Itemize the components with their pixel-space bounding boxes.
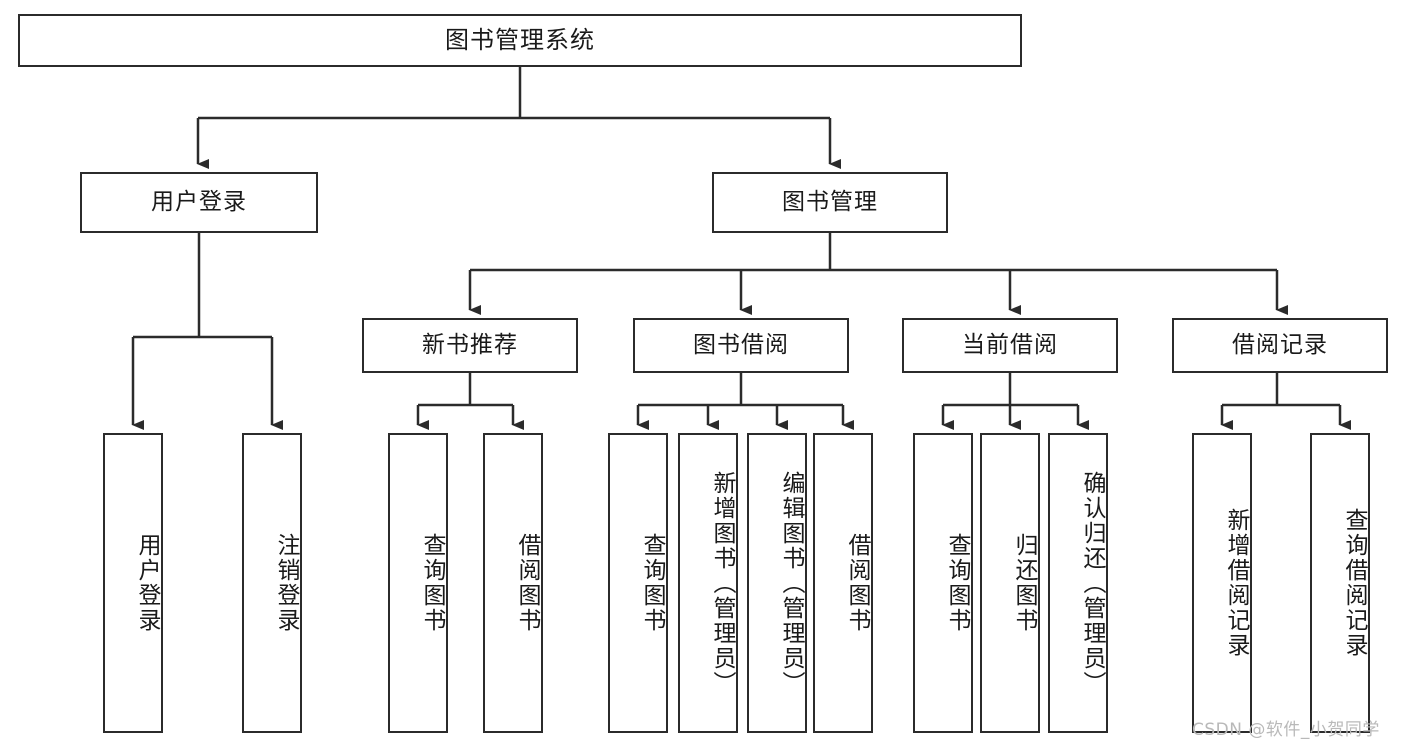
node-root-system[interactable]: 图书管理系统 [18, 14, 1022, 67]
leaf-label: 新增图书（管理员） [709, 470, 735, 696]
leaf-label: 编辑图书（管理员） [778, 470, 804, 696]
leaf-label: 归还图书 [1011, 533, 1037, 633]
node-leaf-add-book[interactable]: 新增图书（管理员） [678, 433, 738, 733]
node-leaf-borrow-book-2[interactable]: 借阅图书 [813, 433, 873, 733]
leaf-label: 查询图书 [419, 533, 445, 633]
node-new-book-recommend[interactable]: 新书推荐 [362, 318, 578, 373]
node-leaf-edit-book[interactable]: 编辑图书（管理员） [747, 433, 807, 733]
leaf-label: 查询图书 [639, 533, 665, 633]
node-leaf-user-login[interactable]: 用户登录 [103, 433, 163, 733]
node-current-borrow[interactable]: 当前借阅 [902, 318, 1118, 373]
leaf-label: 查询图书 [944, 533, 970, 633]
node-leaf-logout[interactable]: 注销登录 [242, 433, 302, 733]
node-leaf-query-book-3[interactable]: 查询图书 [913, 433, 973, 733]
node-book-manage[interactable]: 图书管理 [712, 172, 948, 233]
node-leaf-query-book-1[interactable]: 查询图书 [388, 433, 448, 733]
node-leaf-confirm-return[interactable]: 确认归还（管理员） [1048, 433, 1108, 733]
leaf-label: 注销登录 [273, 533, 299, 633]
leaf-label: 确认归还（管理员） [1079, 470, 1105, 696]
node-leaf-return-book[interactable]: 归还图书 [980, 433, 1040, 733]
leaf-label: 借阅图书 [514, 533, 540, 633]
leaf-label: 借阅图书 [844, 533, 870, 633]
csdn-watermark: CSDN @软件_小贺同学 [1192, 720, 1380, 740]
node-leaf-borrow-book-1[interactable]: 借阅图书 [483, 433, 543, 733]
leaf-label: 查询借阅记录 [1341, 508, 1367, 658]
node-user-login[interactable]: 用户登录 [80, 172, 318, 233]
node-borrow-record[interactable]: 借阅记录 [1172, 318, 1388, 373]
leaf-label: 用户登录 [134, 533, 160, 633]
node-leaf-query-borrow-record[interactable]: 查询借阅记录 [1310, 433, 1370, 733]
node-book-borrow[interactable]: 图书借阅 [633, 318, 849, 373]
leaf-label: 新增借阅记录 [1223, 508, 1249, 658]
node-leaf-add-borrow-record[interactable]: 新增借阅记录 [1192, 433, 1252, 733]
node-leaf-query-book-2[interactable]: 查询图书 [608, 433, 668, 733]
